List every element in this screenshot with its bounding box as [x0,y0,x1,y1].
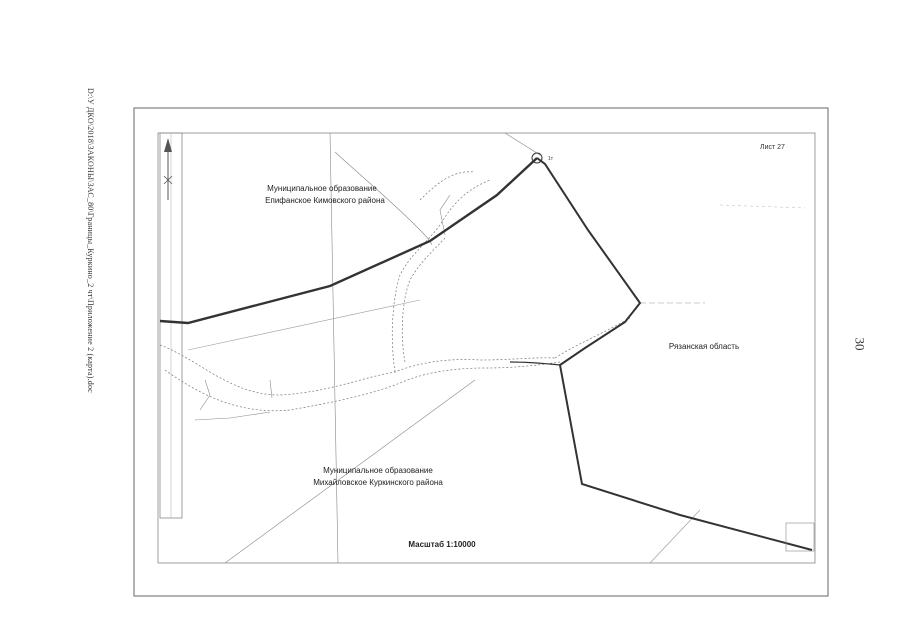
scale-label: Масштаб 1:10000 [408,540,476,549]
region-epifanskoe-line2: Епифанское Кимовского района [265,196,385,205]
region-mikhailovskoe-line1: Муниципальное образование [323,466,433,475]
boundary-node-icon [531,152,543,164]
river-floodplain [159,171,631,412]
north-arrow-icon [163,138,173,200]
grid-line-vertical [329,132,339,564]
outer-frame [133,107,829,597]
corner-box [785,522,815,552]
region-mikhailovskoe-line2: Михайловское Куркинского района [313,478,443,487]
grid-line-diagonal [187,299,421,351]
municipal-boundary [159,157,813,551]
region-epifanskoe-line1: Муниципальное образование [267,184,377,193]
file-path-margin-text: D:\У ДКО\2018\ЗАКОНЫ\ЗАС_80\Границы_Курк… [86,88,95,393]
sheet-label: Лист 27 [760,144,785,151]
corner-mark: 1т [548,156,554,162]
streams [194,151,451,421]
region-ryazan: Рязанская область [669,342,739,351]
inner-frame [157,132,816,564]
